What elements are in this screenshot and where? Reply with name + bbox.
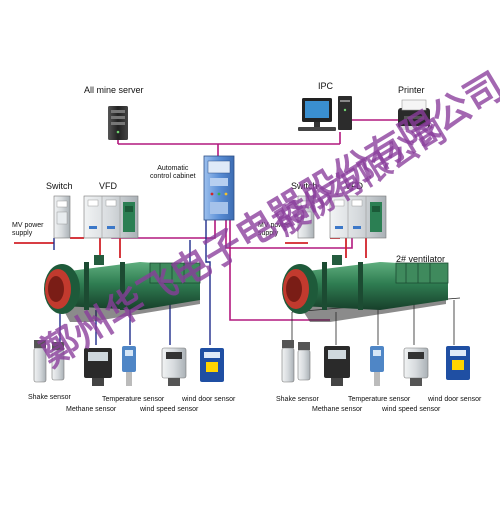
ventilator-2-label: 2# ventilator	[396, 254, 446, 264]
wind-door-sensor-label-right: wind door sensor	[428, 396, 482, 403]
wind-speed-sensor-icon-right	[403, 347, 429, 386]
control-cabinet-icon	[203, 155, 235, 221]
wind-door-sensor-icon-left	[200, 348, 224, 382]
ventilator-fan-right	[282, 255, 449, 322]
switch-cabinet-right	[297, 195, 315, 239]
mv-power-left-label: MV power supply	[12, 222, 44, 237]
switch-right-label: Switch	[291, 181, 318, 191]
switch-left-label: Switch	[46, 181, 73, 191]
server-label: All mine server	[84, 85, 144, 95]
wind-speed-sensor-label-left: wind speed sensor	[140, 406, 199, 413]
switch-cabinet-left	[53, 195, 71, 239]
ipc-label: IPC	[318, 81, 334, 91]
wind-speed-sensor-label-right: wind speed sensor	[382, 406, 441, 413]
temperature-sensor-icon-right	[370, 346, 384, 386]
mv-power-right-label: MV power supply	[258, 222, 290, 237]
methane-sensor-icon-left	[84, 348, 112, 386]
wind-door-sensor-icon-right	[446, 346, 470, 380]
temperature-sensor-label-left: Temperature sensor	[102, 396, 165, 403]
ipc-computer-icon	[298, 96, 352, 131]
cabinet-label: Automatic control cabinet	[150, 165, 196, 180]
ventilator-fan-left	[44, 255, 201, 322]
printer-label: Printer	[398, 85, 425, 95]
methane-sensor-label-left: Methane sensor	[66, 406, 117, 413]
methane-sensor-label-right: Methane sensor	[312, 406, 363, 413]
vfd-right-label: VFD	[345, 181, 363, 191]
vfd-left-label: VFD	[99, 181, 117, 191]
shake-sensor-icon-left	[33, 340, 65, 383]
shake-sensor-label-left: Shake sensor	[28, 394, 71, 401]
vfd-cabinet-left	[83, 195, 139, 239]
shake-sensor-icon-right	[281, 340, 311, 383]
shake-sensor-label-right: Shake sensor	[276, 396, 319, 403]
wind-door-sensor-label-left: wind door sensor	[182, 396, 236, 403]
vfd-cabinet-right	[329, 195, 387, 239]
methane-sensor-icon-right	[324, 346, 350, 386]
temperature-sensor-label-right: Temperature sensor	[348, 396, 411, 403]
network-lines	[111, 119, 398, 321]
temperature-sensor-icon-left	[122, 346, 136, 386]
server-icon	[108, 106, 128, 140]
wind-speed-sensor-icon-left	[161, 347, 187, 386]
printer-icon	[398, 99, 430, 130]
